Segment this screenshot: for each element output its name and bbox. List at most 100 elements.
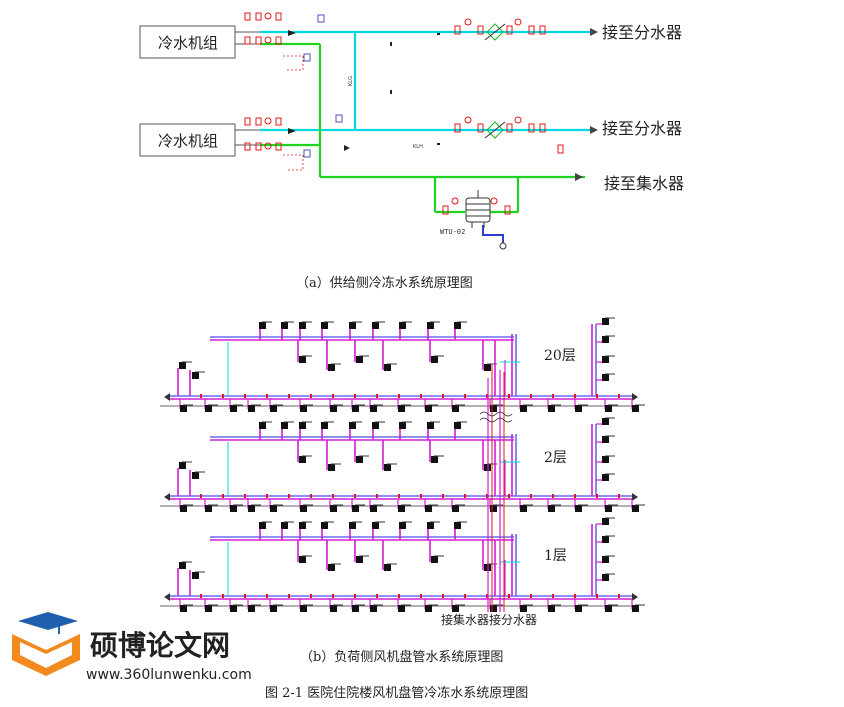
valve-mark bbox=[354, 394, 356, 398]
fan-coil-unit bbox=[205, 505, 212, 512]
valve-mark bbox=[398, 594, 400, 598]
fan-coil-unit bbox=[520, 505, 527, 512]
valve-mark bbox=[266, 494, 268, 498]
fan-coil-unit bbox=[575, 605, 582, 612]
watermark-url: www.360lunwenku.com bbox=[86, 667, 252, 683]
fan-coil-unit bbox=[602, 336, 609, 343]
fan-coil-unit bbox=[352, 605, 359, 612]
header-arrow bbox=[632, 593, 638, 601]
pipe-break-symbol bbox=[479, 411, 513, 417]
valve-mark bbox=[574, 594, 576, 598]
fan-coil-unit bbox=[352, 505, 359, 512]
fan-coil-unit bbox=[248, 405, 255, 412]
fan-coil-unit bbox=[602, 536, 609, 543]
valve-mark bbox=[222, 594, 224, 598]
fan-coil-unit bbox=[427, 522, 434, 529]
fan-coil-unit bbox=[352, 405, 359, 412]
fan-coil-unit bbox=[321, 422, 328, 429]
valve-mark bbox=[222, 494, 224, 498]
valve-mark bbox=[486, 394, 488, 398]
fan-coil-unit bbox=[299, 456, 306, 463]
fan-coil-unit bbox=[427, 322, 434, 329]
fan-coil-unit bbox=[398, 505, 405, 512]
fan-coil-unit bbox=[248, 605, 255, 612]
fan-coil-unit bbox=[230, 505, 237, 512]
valve-mark bbox=[200, 594, 202, 598]
valve-mark bbox=[310, 494, 312, 498]
fan-coil-unit bbox=[299, 356, 306, 363]
fan-coil-unit bbox=[632, 605, 639, 612]
valve-mark bbox=[530, 394, 532, 398]
pipe-label-klg: KLG bbox=[348, 76, 354, 86]
fan-coil-unit bbox=[328, 564, 335, 571]
fan-coil-unit bbox=[431, 456, 438, 463]
figure-caption: 图 2-1 医院住院楼风机盘管冷冻水系统原理图 bbox=[265, 685, 528, 701]
valve-mark bbox=[420, 494, 422, 498]
fan-coil-unit bbox=[548, 405, 555, 412]
label-distributor: 接分水器 bbox=[489, 612, 537, 627]
valve-mark bbox=[398, 394, 400, 398]
fan-coil-unit bbox=[299, 556, 306, 563]
valve-mark bbox=[552, 494, 554, 498]
valve-mark bbox=[530, 494, 532, 498]
watermark-brand: 硕博论文网 bbox=[90, 629, 230, 662]
valve-mark bbox=[486, 494, 488, 498]
valve-mark bbox=[464, 594, 466, 598]
fan-coil-unit bbox=[192, 472, 199, 479]
fan-coil-unit bbox=[321, 322, 328, 329]
fan-coil-unit bbox=[180, 605, 187, 612]
valve-mark bbox=[552, 394, 554, 398]
fan-coil-unit bbox=[431, 556, 438, 563]
fan-coil-unit bbox=[299, 322, 306, 329]
fan-coil-unit bbox=[454, 322, 461, 329]
valve-mark bbox=[420, 394, 422, 398]
fan-coil-unit bbox=[602, 456, 609, 463]
fan-coil-unit bbox=[330, 405, 337, 412]
fan-coil-unit bbox=[179, 462, 186, 469]
return-pipe bbox=[260, 42, 585, 214]
valve-mark bbox=[266, 394, 268, 398]
logo-cap-icon bbox=[18, 612, 78, 630]
fan-coil-unit bbox=[384, 564, 391, 571]
label-to-distributor-1: 接至分水器 bbox=[602, 23, 682, 42]
fan-coil-unit bbox=[300, 505, 307, 512]
water-treatment-unit bbox=[465, 190, 491, 228]
fan-coil-unit bbox=[300, 605, 307, 612]
valve-mark bbox=[222, 394, 224, 398]
fan-coil-unit bbox=[180, 505, 187, 512]
pump-label: WTU-02 bbox=[440, 228, 465, 236]
fan-coil-unit bbox=[349, 422, 356, 429]
valve-mark bbox=[552, 594, 554, 598]
valve-mark bbox=[244, 394, 246, 398]
fan-coil-unit bbox=[452, 405, 459, 412]
header-arrow bbox=[164, 493, 170, 501]
fan-coil-unit bbox=[602, 318, 609, 325]
fan-coil-unit bbox=[270, 405, 277, 412]
valve-mark bbox=[442, 594, 444, 598]
fan-coil-unit bbox=[425, 505, 432, 512]
fan-coil-unit bbox=[398, 405, 405, 412]
pipe-break-symbol bbox=[479, 417, 513, 423]
valve-mark bbox=[596, 494, 598, 498]
valve-mark bbox=[508, 394, 510, 398]
fan-coil-unit bbox=[452, 605, 459, 612]
fan-coil-unit bbox=[179, 562, 186, 569]
fan-coil-unit bbox=[548, 505, 555, 512]
valve-mark bbox=[200, 394, 202, 398]
valve-mark bbox=[420, 594, 422, 598]
fan-coil-unit bbox=[490, 505, 497, 512]
valve-group-header bbox=[442, 18, 564, 215]
fan-coil-unit bbox=[299, 422, 306, 429]
valve-mark bbox=[574, 494, 576, 498]
fan-coil-unit bbox=[270, 605, 277, 612]
fan-coil-unit bbox=[431, 356, 438, 363]
fan-coil-unit bbox=[548, 605, 555, 612]
header-arrow bbox=[632, 393, 638, 401]
header-arrow bbox=[164, 393, 170, 401]
caption-b: （b）负荷侧风机盘管水系统原理图 bbox=[300, 649, 503, 665]
valve-mark bbox=[508, 594, 510, 598]
fan-coil-unit bbox=[321, 522, 328, 529]
floor-label-20: 20层 bbox=[544, 348, 576, 364]
fan-coil-unit bbox=[281, 422, 288, 429]
